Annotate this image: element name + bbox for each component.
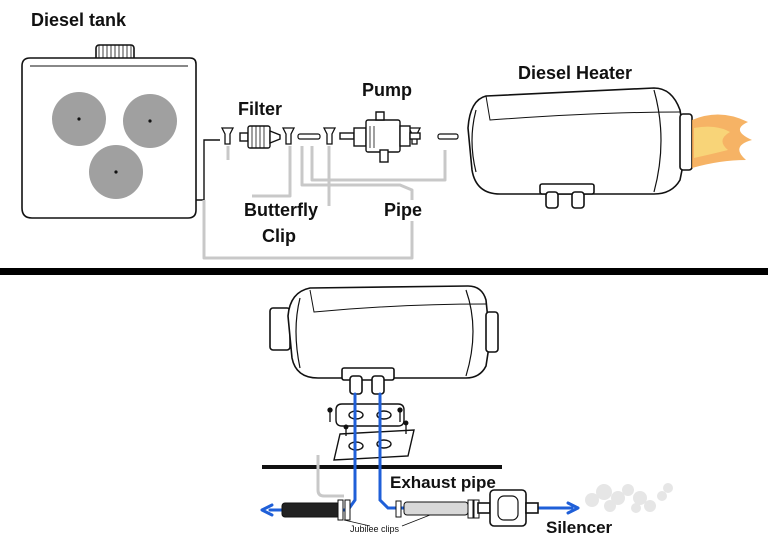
exhaust-hose — [395, 499, 480, 519]
diesel-heater-bottom — [269, 285, 499, 395]
mounting-bolts — [327, 407, 409, 436]
label-pump: Pump — [362, 80, 413, 100]
gasket — [335, 403, 405, 427]
label-butterfly: Butterfly — [242, 200, 321, 221]
left-hose — [281, 499, 351, 521]
diesel-heater-top — [467, 87, 693, 209]
tank-circles — [52, 92, 177, 199]
filter-component — [239, 125, 281, 149]
label-silencer: Silencer — [546, 518, 613, 537]
heater-flame — [692, 114, 752, 168]
silencer-component — [477, 489, 539, 527]
blue-pipes — [260, 392, 580, 517]
jubilee-leaders — [343, 514, 431, 527]
floor-line — [262, 465, 502, 469]
label-exhaust-pipe: Exhaust pipe — [390, 473, 496, 492]
fuel-pipes — [202, 146, 447, 260]
exhaust-smoke — [585, 483, 673, 513]
pipe-segments — [297, 133, 459, 140]
section-divider — [0, 268, 768, 275]
label-filter: Filter — [238, 99, 283, 119]
label-jubilee-clips: Jubilee clips — [350, 524, 400, 534]
label-diesel-tank: Diesel tank — [31, 10, 127, 30]
label-diesel-heater: Diesel Heater — [518, 63, 633, 83]
label-pipe: Pipe — [382, 200, 425, 221]
intake-tube — [316, 455, 344, 498]
label-clip: Clip — [260, 226, 298, 247]
pump-component — [339, 111, 421, 163]
